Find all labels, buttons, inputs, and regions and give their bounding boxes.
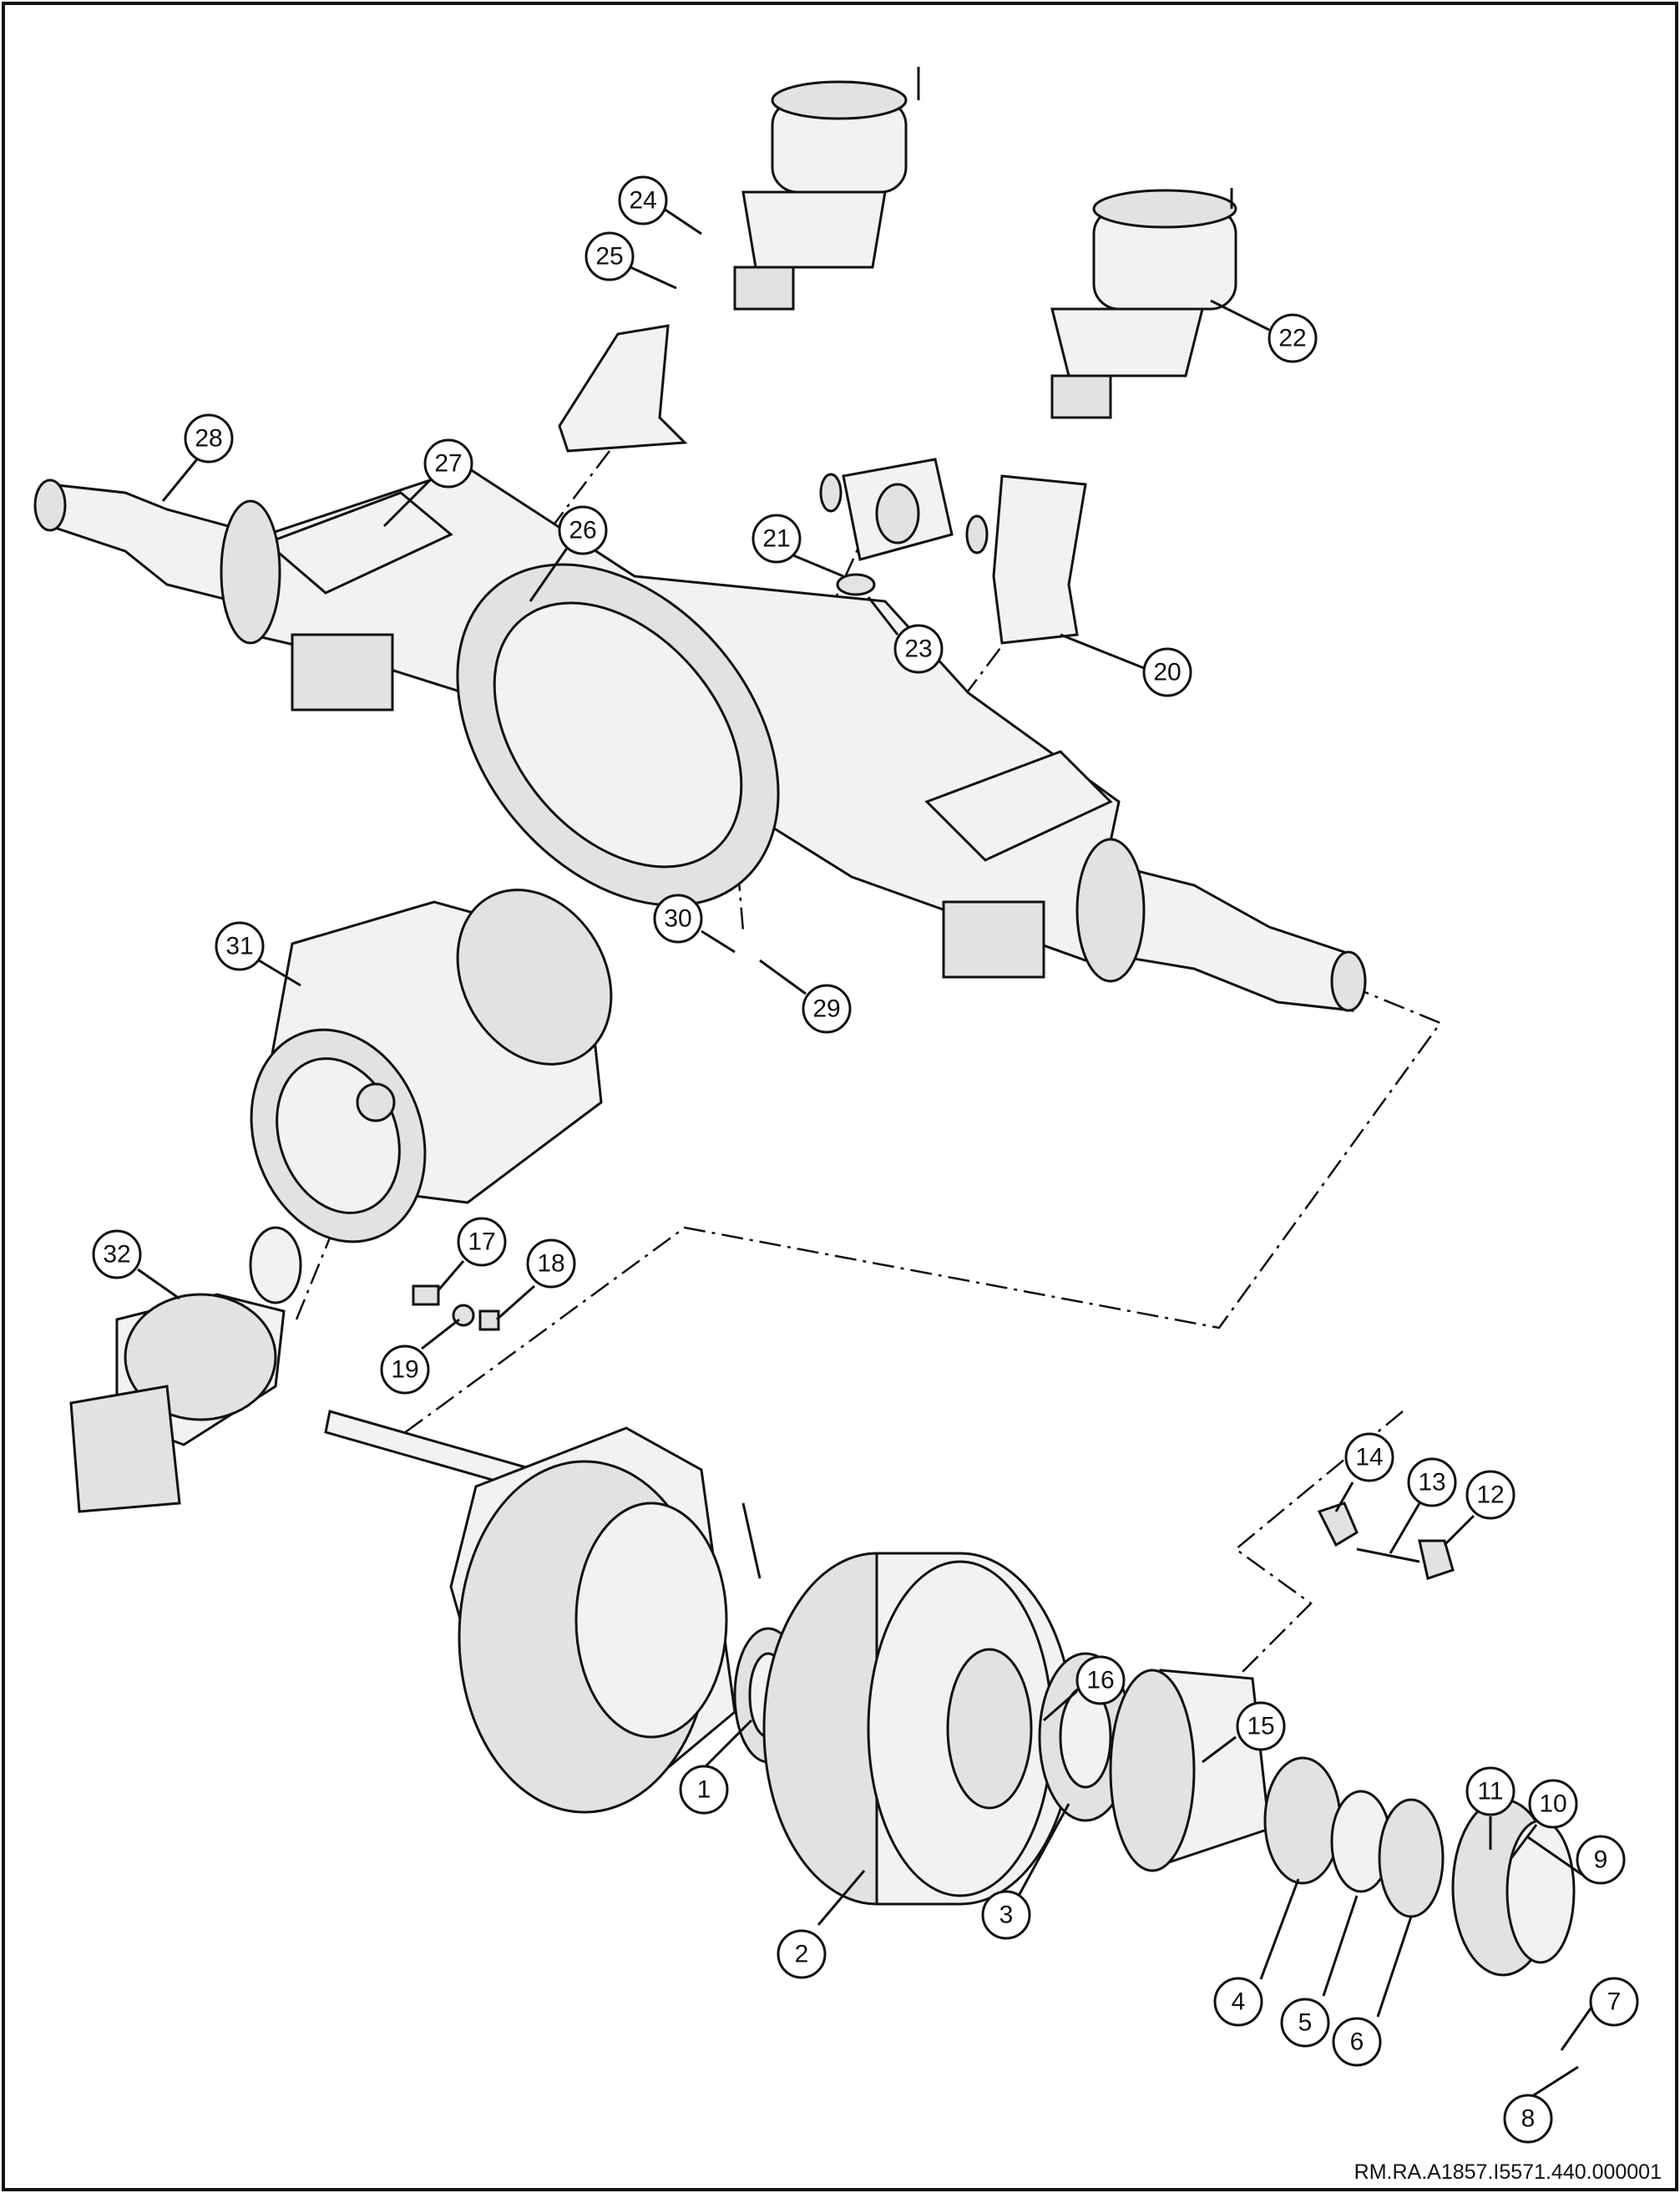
- callout-label: 17: [468, 1228, 495, 1256]
- callout-5: 5: [1280, 1895, 1359, 2048]
- callout-14: 14: [1334, 1432, 1394, 1512]
- callout-10: 10: [1510, 1779, 1578, 1859]
- callouts: 1 2 3 4 5 6 7: [92, 175, 1639, 2144]
- callout-label: 1: [697, 1776, 711, 1804]
- callout-label: 30: [664, 905, 691, 933]
- pinion-yoke: [69, 1226, 302, 1513]
- callout-label: 16: [1086, 1667, 1114, 1694]
- callout-26: 26: [529, 505, 608, 602]
- callout-label: 32: [103, 1241, 130, 1269]
- right-spindle: [1075, 838, 1367, 1012]
- callout-label: 26: [569, 517, 596, 544]
- callout-7: 7: [1560, 1977, 1639, 2051]
- brake-assembly: [449, 1426, 762, 1814]
- air-spring-front: [733, 67, 920, 311]
- callout-label: 3: [999, 1902, 1014, 1929]
- callout-20: 20: [1060, 633, 1192, 697]
- callout-label: 9: [1594, 1846, 1608, 1874]
- callout-label: 10: [1539, 1790, 1566, 1818]
- callout-28: 28: [161, 413, 234, 502]
- air-spring-rear: [1050, 188, 1237, 419]
- callout-label: 4: [1232, 1988, 1246, 2016]
- callout-label: 29: [812, 995, 840, 1023]
- callout-32: 32: [92, 1229, 180, 1300]
- callout-24: 24: [618, 175, 702, 236]
- callout-4: 4: [1213, 1878, 1300, 2027]
- callout-30: 30: [653, 894, 736, 954]
- callout-label: 8: [1521, 2105, 1536, 2133]
- callout-12: 12: [1443, 1470, 1516, 1547]
- callout-27: 27: [382, 438, 473, 528]
- callout-13: 13: [1389, 1457, 1457, 1554]
- callout-label: 27: [434, 450, 462, 478]
- callout-22: 22: [1210, 299, 1318, 363]
- callout-label: 31: [225, 933, 253, 960]
- callout-label: 18: [537, 1250, 564, 1278]
- callout-label: 28: [195, 425, 222, 453]
- reference-code: RM.RA.A1857.I5571.440.000001: [1354, 2160, 1662, 2184]
- callout-label: 20: [1153, 659, 1181, 686]
- callout-label: 24: [629, 187, 656, 215]
- callout-label: 23: [904, 636, 932, 663]
- callout-11: 11: [1465, 1766, 1516, 1850]
- brake-drum: [762, 1552, 1075, 1906]
- callout-label: 5: [1298, 2009, 1313, 2037]
- callout-label: 19: [391, 1356, 418, 1384]
- callout-31: 31: [215, 921, 301, 987]
- callout-label: 2: [795, 1941, 809, 1968]
- callout-3: 3: [981, 1803, 1070, 1940]
- callout-2: 2: [777, 1870, 866, 1979]
- callout-label: 6: [1350, 2028, 1364, 2056]
- bushing: [819, 458, 989, 596]
- callout-label: 14: [1355, 1444, 1383, 1471]
- callout-label: 21: [762, 525, 790, 553]
- callout-15: 15: [1202, 1701, 1286, 1764]
- callout-label: 22: [1278, 325, 1306, 352]
- callout-29: 29: [759, 959, 852, 1034]
- callout-9: 9: [1527, 1835, 1626, 1885]
- callout-21: 21: [751, 514, 844, 578]
- callout-18: 18: [496, 1238, 576, 1321]
- callout-label: 11: [1477, 1778, 1503, 1806]
- callout-label: 15: [1247, 1713, 1274, 1740]
- callout-label: 25: [595, 243, 623, 271]
- differential-carrier: [250, 889, 613, 1243]
- callout-label: 13: [1418, 1469, 1445, 1497]
- callout-label: 12: [1476, 1481, 1504, 1509]
- callout-1: 1: [679, 1719, 753, 1815]
- callout-6: 6: [1332, 1916, 1413, 2067]
- callout-23: 23: [867, 596, 944, 674]
- callout-25: 25: [584, 231, 677, 290]
- callout-16: 16: [1043, 1655, 1126, 1722]
- wheel-stud-nuts: [1317, 1502, 1455, 1580]
- callout-17: 17: [437, 1217, 507, 1291]
- left-spindle: [33, 479, 281, 645]
- callout-8: 8: [1503, 2065, 1579, 2144]
- axle-housing: [240, 466, 1121, 979]
- brackets: [558, 324, 1087, 645]
- callout-19: 19: [380, 1318, 460, 1395]
- callout-label: 7: [1607, 1988, 1622, 2016]
